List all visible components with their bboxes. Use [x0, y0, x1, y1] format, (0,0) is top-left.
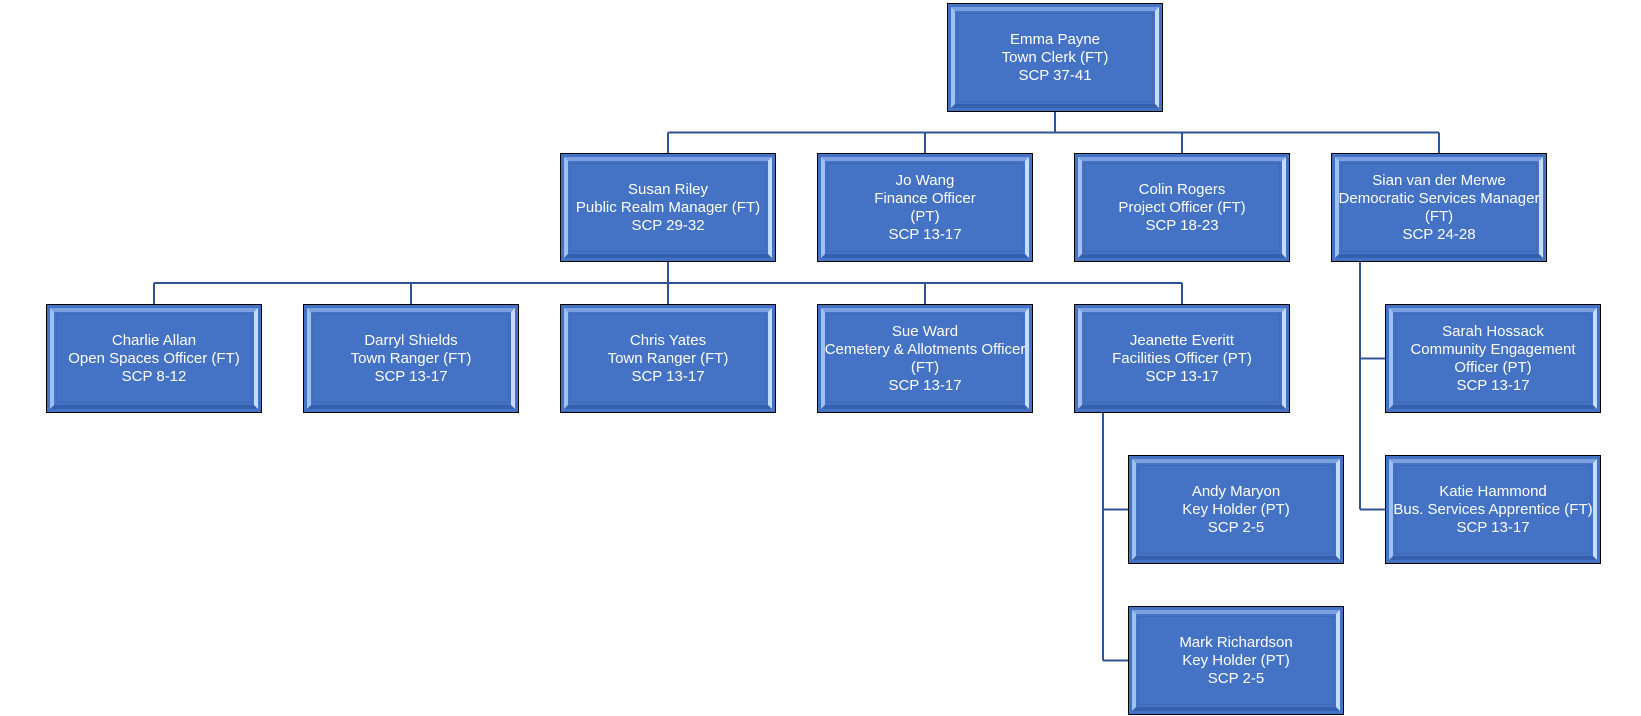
- role-line: (FT): [1424, 207, 1454, 225]
- role-line: SCP 2-5: [1207, 518, 1265, 536]
- role-line: SCP 8-12: [121, 367, 187, 385]
- role-line: SCP 13-17: [888, 376, 962, 394]
- role-line: SCP 29-32: [631, 216, 705, 234]
- role-line: SCP 13-17: [1145, 367, 1219, 385]
- role-line: Cemetery & Allotments Officer: [824, 340, 1026, 358]
- role-line: Finance Officer: [874, 189, 976, 207]
- person-name: Mark Richardson: [1179, 633, 1293, 651]
- role-line: Town Clerk (FT): [1001, 48, 1109, 66]
- role-line: SCP 24-28: [1402, 225, 1476, 243]
- person-name: Sue Ward: [891, 322, 959, 340]
- role-line: SCP 13-17: [1456, 518, 1530, 536]
- role-line: Public Realm Manager (FT): [575, 198, 761, 216]
- role-line: SCP 13-17: [1456, 376, 1530, 394]
- role-line: (PT): [910, 207, 940, 225]
- role-line: SCP 13-17: [374, 367, 448, 385]
- person-name: Sian van der Merwe: [1372, 171, 1506, 189]
- role-line: SCP 37-41: [1018, 66, 1092, 84]
- person-name: Emma Payne: [1009, 30, 1101, 48]
- person-name: Colin Rogers: [1138, 180, 1226, 198]
- person-name: Sarah Hossack: [1442, 322, 1544, 340]
- role-line: Town Ranger (FT): [607, 349, 729, 367]
- role-line: SCP 13-17: [888, 225, 962, 243]
- role-line: SCP 18-23: [1145, 216, 1219, 234]
- person-name: Chris Yates: [629, 331, 707, 349]
- role-line: Officer (PT): [1454, 358, 1532, 376]
- role-line: Key Holder (PT): [1182, 500, 1290, 518]
- role-line: Open Spaces Officer (FT): [68, 349, 240, 367]
- person-name: Jo Wang: [895, 171, 955, 189]
- person-name: Charlie Allan: [111, 331, 197, 349]
- role-line: SCP 13-17: [631, 367, 705, 385]
- role-line: Democratic Services Manager: [1338, 189, 1540, 207]
- person-name: Andy Maryon: [1191, 482, 1281, 500]
- role-line: Community Engagement: [1410, 340, 1576, 358]
- person-name: Susan Riley: [627, 180, 709, 198]
- person-name: Darryl Shields: [364, 331, 458, 349]
- role-line: Project Officer (FT): [1118, 198, 1246, 216]
- person-name: Katie Hammond: [1439, 482, 1547, 500]
- role-line: Key Holder (PT): [1182, 651, 1290, 669]
- role-line: Town Ranger (FT): [350, 349, 472, 367]
- role-line: (FT): [910, 358, 940, 376]
- role-line: SCP 2-5: [1207, 669, 1265, 687]
- role-line: Bus. Services Apprentice (FT): [1393, 500, 1593, 518]
- person-name: Jeanette Everitt: [1129, 331, 1235, 349]
- role-line: Facilities Officer (PT): [1112, 349, 1252, 367]
